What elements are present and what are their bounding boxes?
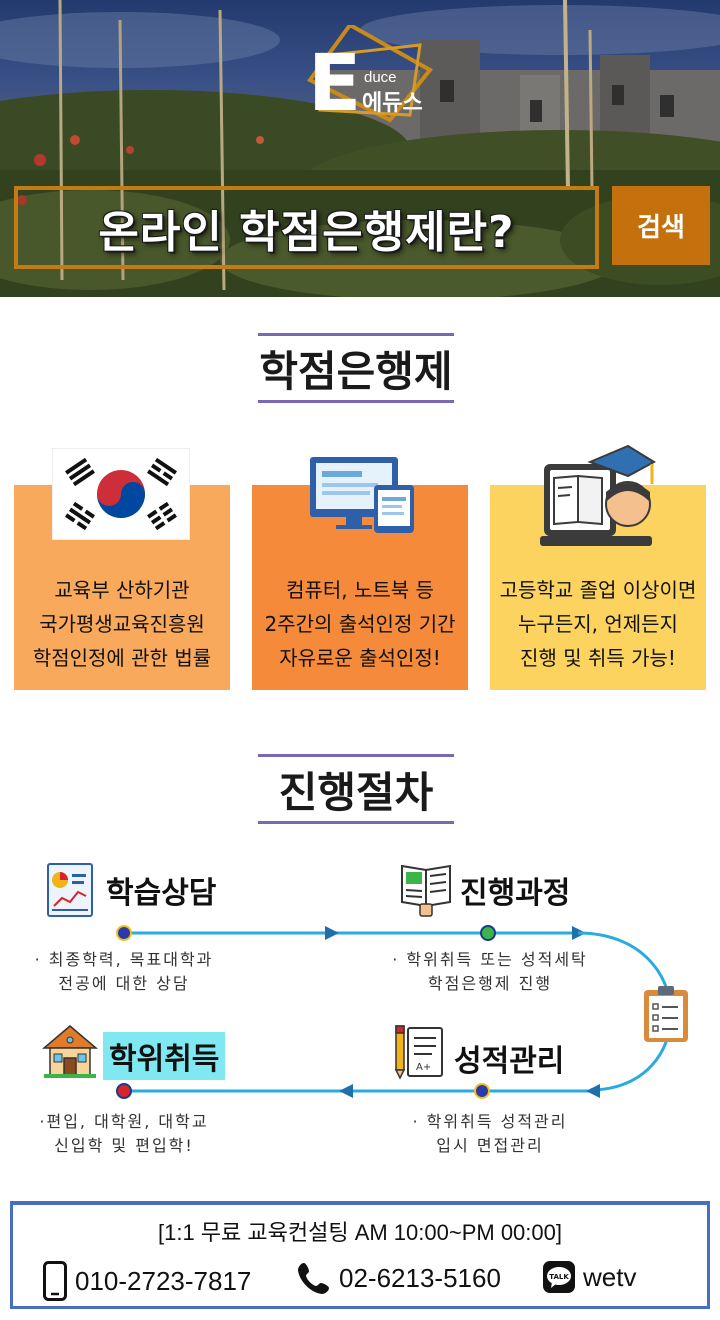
card-text: 교육부 산하기관 국가평생교육진흥원 학점인정에 관한 법률	[32, 578, 212, 670]
procedure-timeline	[116, 925, 673, 1099]
graduate-study-icon	[540, 440, 657, 550]
kakaotalk-icon: TALK	[543, 1261, 575, 1293]
phone-contact[interactable]: 02-6213-5160	[297, 1261, 501, 1295]
step-dot-grades	[474, 1083, 490, 1099]
step-label-grades: 성적관리	[454, 1044, 565, 1079]
hero-title: 온라인 학점은행제란?	[98, 206, 515, 258]
step-desc-progress: · 학위취득 또는 성적세탁 학점은행제 진행	[392, 950, 588, 993]
phone-icon	[298, 1263, 329, 1294]
logo-diamond-frame	[306, 25, 434, 123]
search-button[interactable]: 검색	[612, 186, 710, 265]
computer-devices-icon	[308, 455, 418, 535]
svg-text:A+: A+	[416, 1062, 431, 1073]
step-desc-counsel: · 최종학력, 목표대학과 전공에 대한 상담	[34, 950, 214, 993]
consult-hours: [1:1 무료 교육컨설팅 AM 10:00~PM 00:00]	[157, 1220, 562, 1245]
garden-castle-background	[0, 0, 720, 297]
step-dot-progress	[480, 925, 496, 941]
step-desc-grades: · 학위취득 성적관리 입시 면접관리	[412, 1112, 568, 1155]
kakao-badge: TALK	[549, 1273, 569, 1281]
phone-number[interactable]: 02-6213-5160	[339, 1262, 501, 1293]
hero-banner: E duce 에듀스 온라인 학점은행제란? 검색	[0, 0, 720, 297]
educe-logo[interactable]: E duce 에듀스	[300, 25, 440, 125]
logo-text-kr: 에듀스	[362, 91, 423, 116]
step-label-progress: 진행과정	[460, 876, 571, 911]
pen-paper-icon: A+	[394, 1024, 444, 1080]
mobile-number[interactable]: 010-2723-7817	[75, 1265, 252, 1296]
card-text: 고등학교 졸업 이상이면 누구든지, 언제든지 진행 및 취득 가능!	[499, 578, 697, 670]
step-dot-degree	[116, 1083, 132, 1099]
korea-flag-icon	[51, 447, 191, 541]
house-icon	[41, 1024, 99, 1080]
smartphone-icon	[43, 1261, 67, 1301]
logo-text-en: duce	[364, 69, 397, 86]
mobile-contact[interactable]: 010-2723-7817	[43, 1261, 251, 1301]
card-text: 컴퓨터, 노트북 등 2주간의 출석인정 기간 자유로운 출석인정!	[264, 578, 456, 670]
section-title-credit-bank: 학점은행제	[258, 333, 454, 403]
contact-box: [1:1 무료 교육컨설팅 AM 10:00~PM 00:00] 010-272…	[10, 1201, 710, 1309]
logo-letter: E	[308, 39, 362, 129]
step-label-counsel: 학습상담	[106, 876, 217, 911]
clipboard-checklist-icon	[642, 984, 690, 1044]
kakao-id[interactable]: wetv	[583, 1261, 637, 1292]
report-chart-icon	[46, 862, 94, 918]
section-title-procedure: 진행절차	[258, 754, 454, 824]
step-desc-degree: ·편입, 대학원, 대학교 신입학 및 편입학!	[39, 1112, 209, 1155]
hero-title-frame	[14, 186, 599, 269]
open-book-icon	[400, 860, 452, 918]
step-dot-counsel	[116, 925, 132, 941]
step-label-degree: 학위취득	[103, 1032, 226, 1080]
kakao-contact[interactable]: TALK wetv	[543, 1261, 636, 1293]
